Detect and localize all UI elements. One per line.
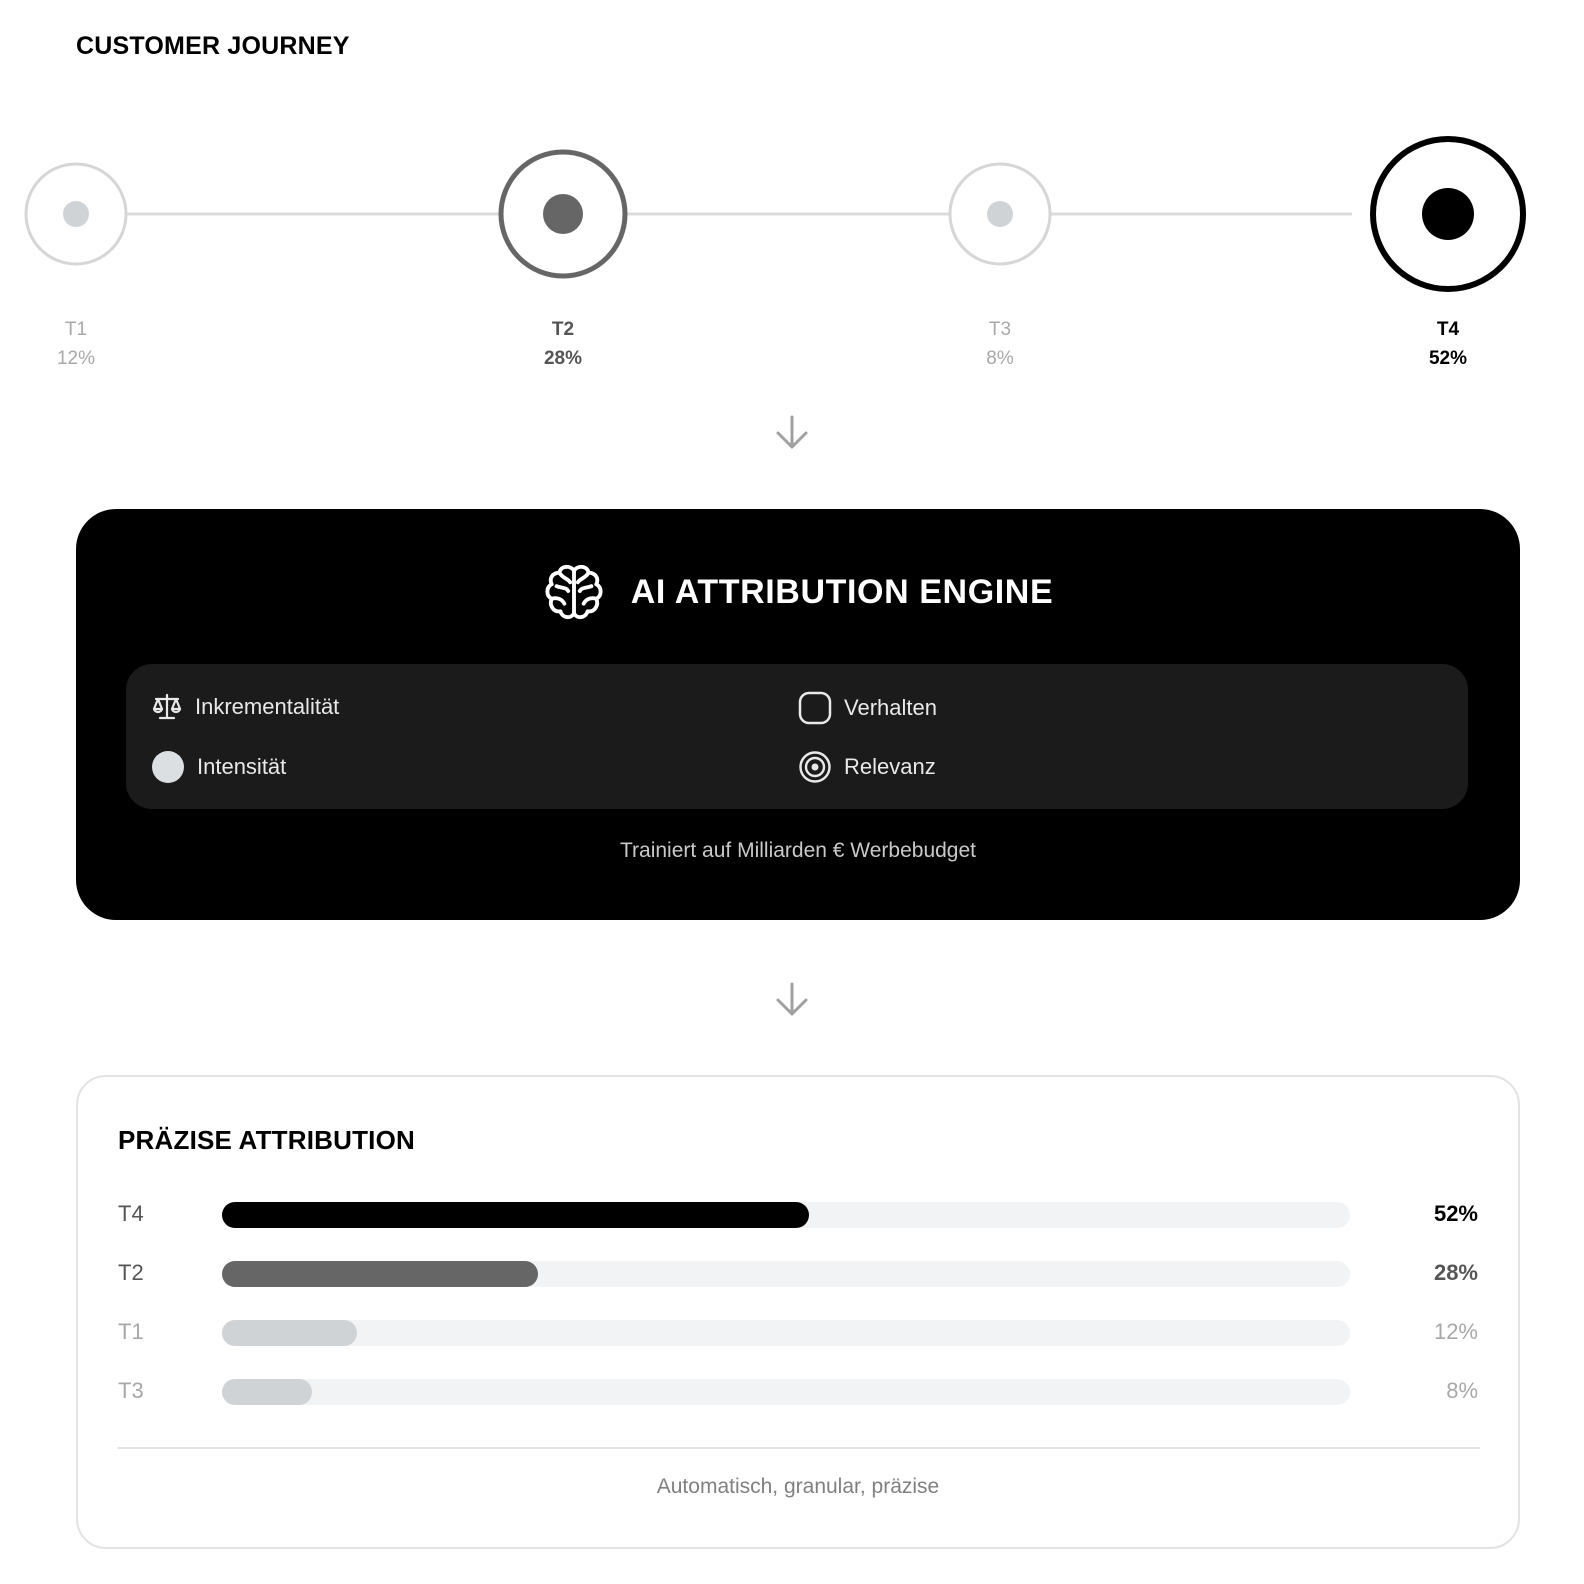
brain-icon [545, 564, 603, 620]
bar-fill [222, 1320, 358, 1346]
result-caption: Automatisch, granular, präzise [656, 1475, 940, 1498]
journey-title: CUSTOMER JOURNEY [76, 32, 350, 60]
result-title: PRÄZISE ATTRIBUTION [118, 1125, 416, 1155]
divider [118, 1447, 1480, 1449]
touchpoint-name: T2 [551, 319, 575, 340]
touchpoint-share: 28% [543, 348, 583, 369]
factor-inkrementalitaet: Inkrementalität [151, 691, 339, 723]
factor-label: Intensität [197, 754, 287, 779]
touchpoint-t1-label: T1 12% [16, 315, 136, 373]
touchpoint-t4[interactable] [1370, 136, 1526, 292]
touchpoint-t1[interactable] [24, 162, 128, 266]
scale-icon [152, 693, 182, 720]
bar-label: T3 [118, 1378, 144, 1403]
engine-title: AI ATTRIBUTION ENGINE [630, 572, 1054, 611]
ai-attribution-engine: AI ATTRIBUTION ENGINE Inkrementalität Ve… [76, 509, 1520, 920]
attribution-row-t4: T4 52% [118, 1199, 1478, 1229]
touchpoint-share: 12% [56, 348, 96, 369]
precise-attribution-card: PRÄZISE ATTRIBUTION T4 52% T2 28% T1 12%… [76, 1075, 1520, 1549]
bar-track [222, 1379, 1350, 1405]
arrow-down-icon [776, 982, 808, 1016]
engine-caption: Trainiert auf Milliarden € Werbebudget [619, 839, 976, 862]
factor-verhalten: Verhalten [798, 691, 937, 725]
bar-label: T4 [118, 1201, 144, 1226]
factor-relevanz: Relevanz [798, 750, 936, 784]
touchpoint-t4-label: T4 52% [1388, 315, 1508, 373]
bar-fill [222, 1379, 313, 1405]
factor-intensitaet: Intensität [151, 750, 286, 784]
attribution-row-t1: T1 12% [118, 1317, 1478, 1347]
touchpoint-t2[interactable] [498, 149, 628, 279]
journey-graphic [24, 136, 1526, 292]
engine-factors-panel: Inkrementalität Verhalten Intensität Rel… [126, 664, 1468, 809]
bar-track [222, 1320, 1350, 1346]
attribution-row-t3: T3 8% [118, 1376, 1478, 1406]
touchpoint-share: 8% [986, 348, 1014, 369]
touchpoint-t3-label: T3 8% [940, 315, 1060, 373]
bar-label: T2 [118, 1260, 144, 1285]
touchpoint-t3[interactable] [948, 162, 1052, 266]
bar-track [222, 1202, 1350, 1228]
factor-label: Relevanz [844, 754, 936, 779]
bar-label: T1 [118, 1319, 144, 1344]
touchpoint-share: 52% [1428, 348, 1468, 369]
engine-header: AI ATTRIBUTION ENGINE [76, 561, 1520, 623]
factor-label: Inkrementalität [195, 694, 340, 719]
bar-fill [222, 1261, 538, 1287]
touchpoint-name: T3 [988, 319, 1012, 340]
touchpoint-t2-label: T2 28% [503, 315, 623, 373]
rounded-square-icon [798, 691, 832, 725]
bar-fill [222, 1202, 809, 1228]
bar-track [222, 1261, 1350, 1287]
attribution-row-t2: T2 28% [118, 1258, 1478, 1288]
bar-value: 12% [1433, 1319, 1478, 1344]
filled-circle-icon [152, 751, 184, 783]
arrow-down-icon [776, 415, 808, 449]
touchpoint-name: T4 [1436, 319, 1460, 340]
bar-value: 8% [1446, 1378, 1478, 1403]
target-icon [799, 751, 831, 783]
bar-value: 28% [1433, 1260, 1478, 1285]
bar-value: 52% [1433, 1201, 1478, 1226]
customer-journey: T1 12% T2 28% T3 8% T4 52% [0, 110, 1584, 390]
factor-label: Verhalten [844, 695, 937, 720]
touchpoint-name: T1 [64, 319, 88, 340]
